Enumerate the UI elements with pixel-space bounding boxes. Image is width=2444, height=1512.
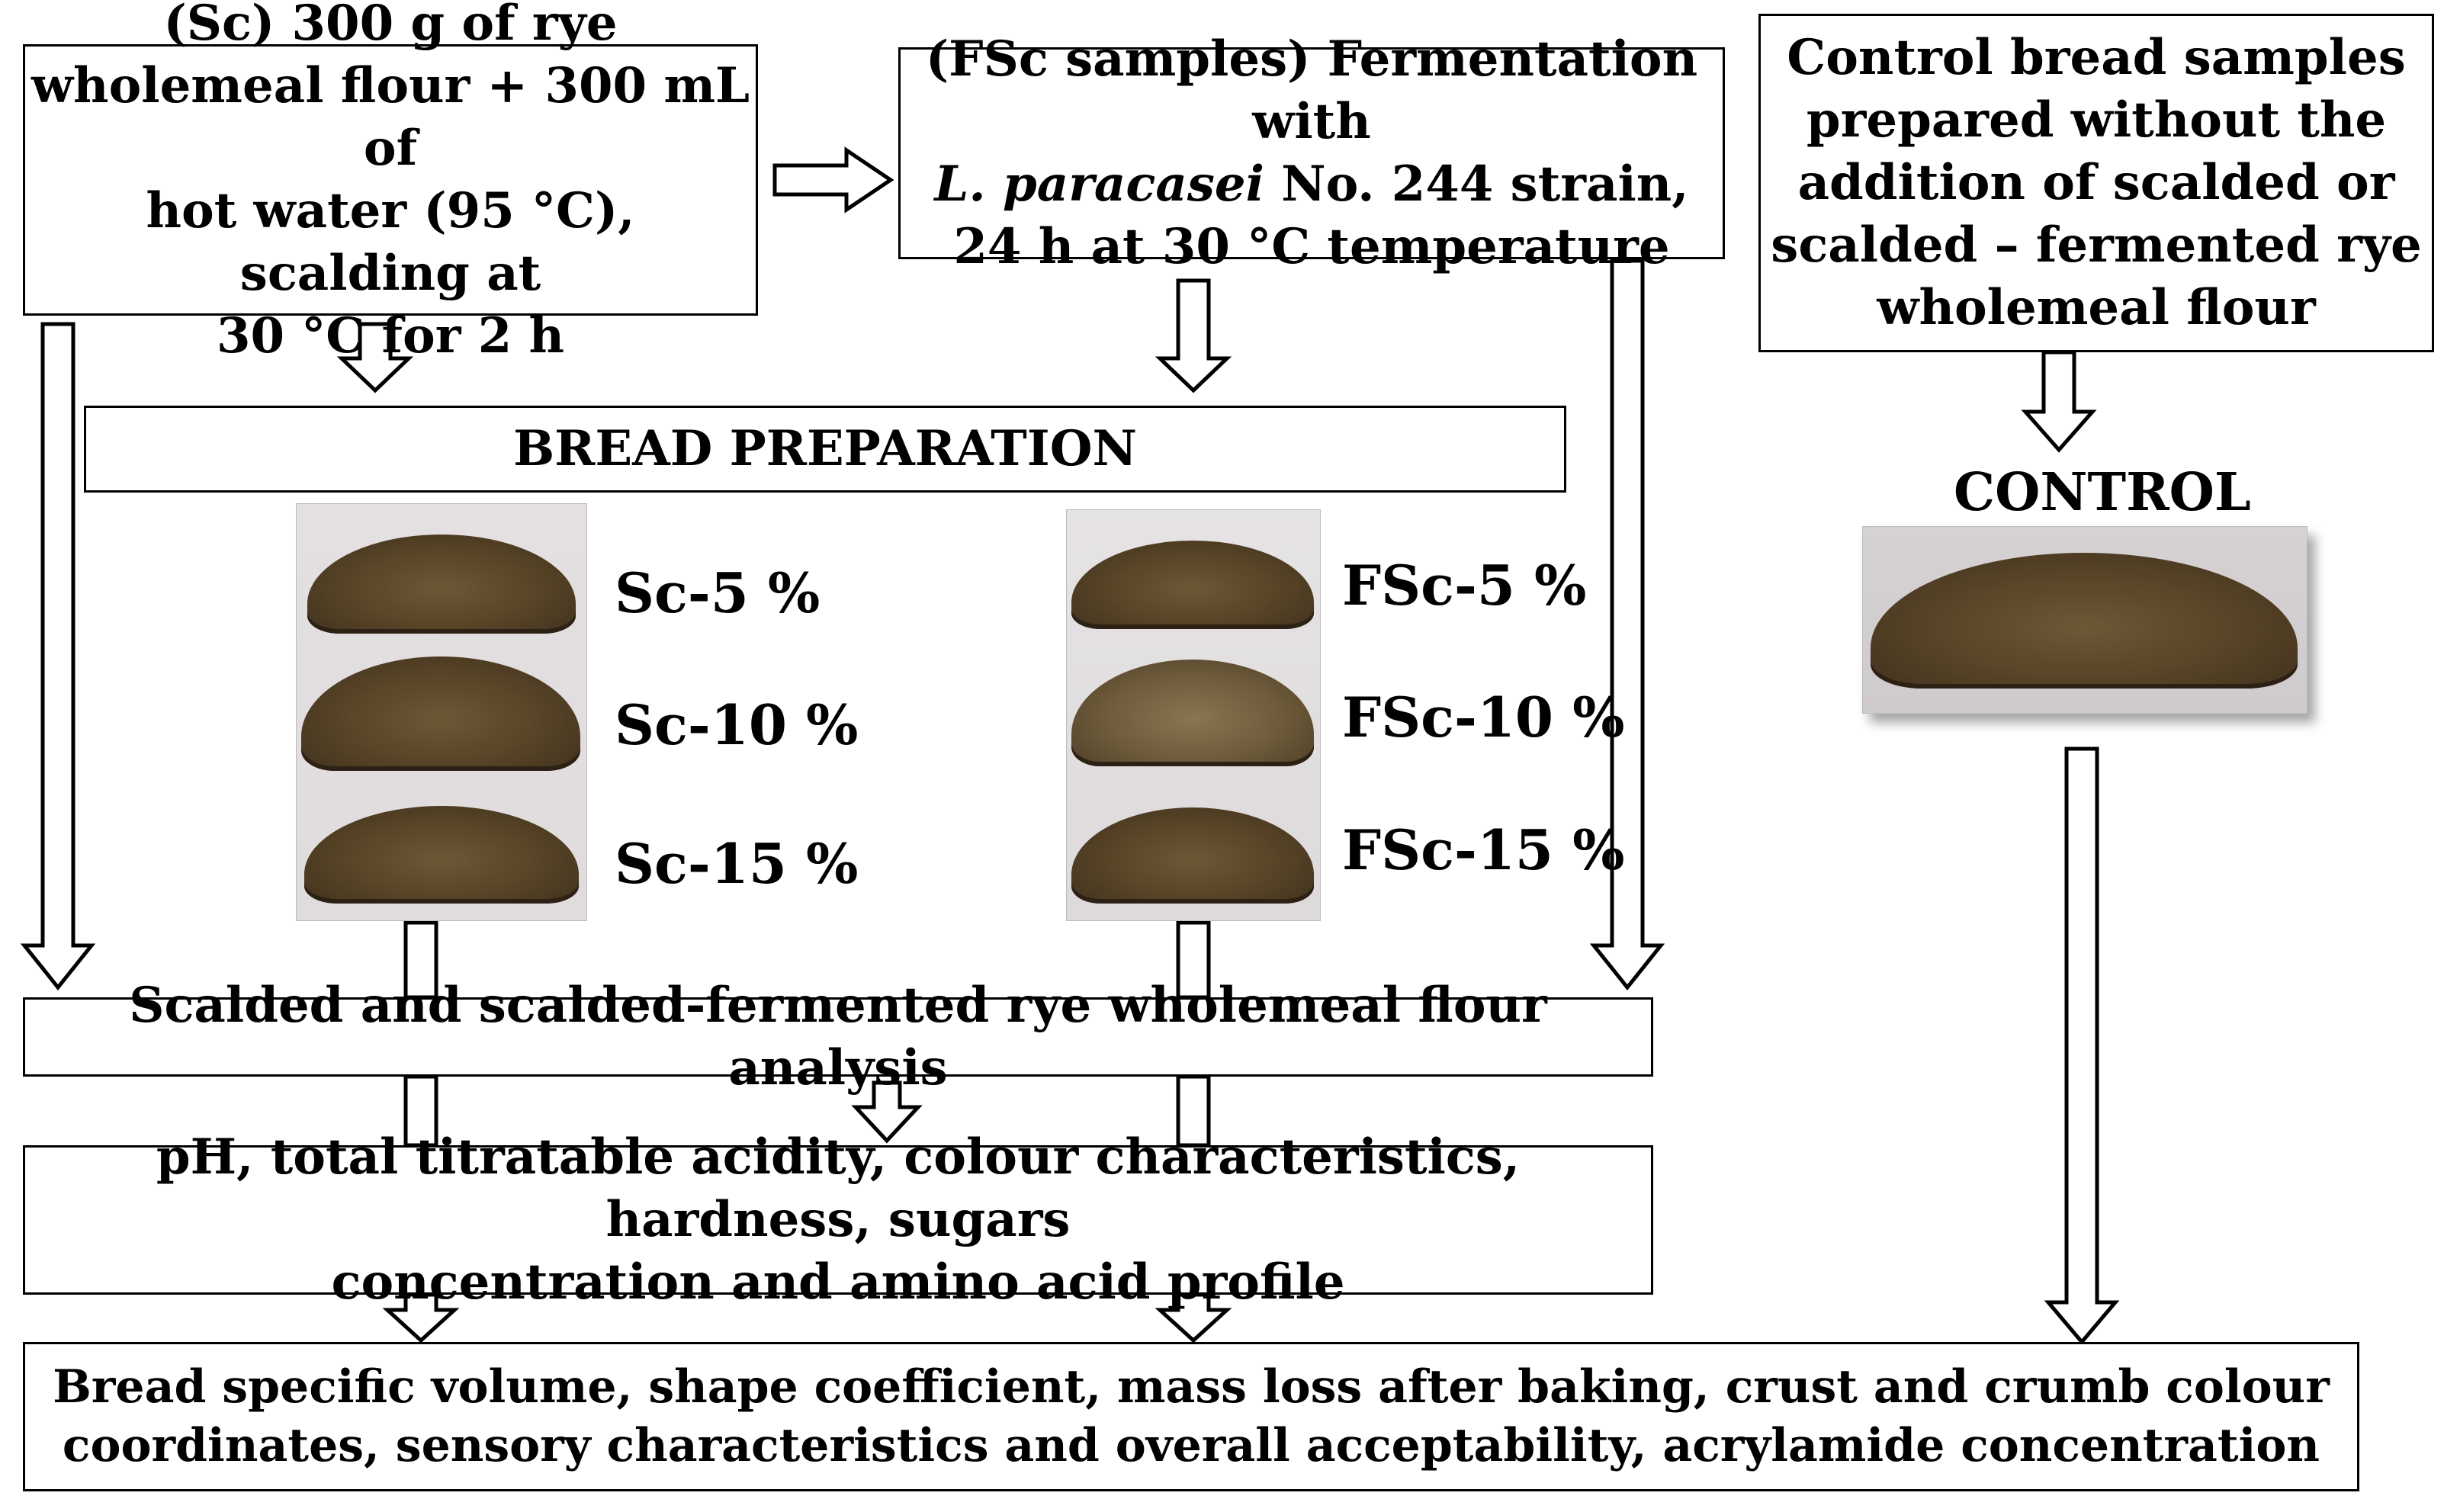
arrow-ph-to-bottom-left	[382, 1292, 460, 1343]
flour-analysis-label: Scalded and scalded-fermented rye wholem…	[129, 977, 1547, 1096]
scalding-line-4: 30 °C for 2 h	[216, 307, 565, 364]
scalding-box: (Sc) 300 g of rye wholemeal flour + 300 …	[23, 0, 758, 364]
control-bread-photo	[1862, 526, 2308, 714]
flour-parameters-box: pH, total titratable acidity, colour cha…	[23, 1128, 1653, 1311]
control-line-5: wholemeal flour	[1877, 278, 2316, 336]
fsc-5-label: FSc-5 %	[1342, 553, 1587, 618]
flour-parameters-line-2: concentration and amino acid profile	[331, 1253, 1345, 1311]
sc-10-bread-image	[301, 656, 580, 771]
sc-10-label: Sc-10 %	[615, 692, 859, 757]
control-line-3: addition of scalded or	[1797, 154, 2395, 212]
bread-analysis-line-2: coordinates, sensory characteristics and…	[62, 1419, 2320, 1472]
arrow-sc-to-fsc	[772, 146, 894, 213]
fermentation-line-2: L. paracasei No. 244 strain,	[901, 153, 1723, 216]
fsc-10-bread-image	[1071, 660, 1314, 766]
bread-analysis-line-1: Bread specific volume, shape coefficient…	[53, 1360, 2330, 1414]
control-line-2: prepared without the	[1806, 91, 2387, 149]
arrow-ph-to-bottom-right	[1155, 1292, 1232, 1343]
strain-rest: No. 244 strain,	[1264, 156, 1689, 213]
sc-5-bread-image	[307, 534, 576, 634]
arrow-sc-to-bread	[336, 322, 414, 393]
fsc-15-label: FSc-15 %	[1342, 817, 1625, 882]
fermentation-box: (FSc samples) Fermentation with L. parac…	[898, 30, 1725, 275]
sc-bread-photos	[296, 503, 587, 921]
strain-name: L. paracasei	[934, 156, 1264, 213]
control-bread-image	[1871, 553, 2298, 689]
fermentation-line-1: (FSc samples) Fermentation with	[925, 30, 1698, 151]
control-line-1: Control bread samples	[1787, 29, 2406, 87]
fsc-10-label: FSc-10 %	[1342, 685, 1625, 750]
fsc-5-bread-image	[1071, 541, 1314, 629]
scalding-line-1: (Sc) 300 g of rye	[163, 0, 618, 53]
control-samples-box: Control bread samples prepared without t…	[1758, 14, 2434, 352]
sc-15-label: Sc-15 %	[615, 831, 859, 896]
scalding-line-3: hot water (95 °C), scalding at	[146, 182, 635, 302]
sc-5-label: Sc-5 %	[615, 560, 821, 625]
flour-parameters-line-1: pH, total titratable acidity, colour cha…	[156, 1128, 1521, 1249]
arrow-control-long	[2044, 746, 2120, 1345]
arrow-fsc-to-bread	[1155, 278, 1232, 393]
scalding-line-2: wholemeal flour + 300 mL of	[31, 57, 750, 178]
shaft-fsc-analysis	[1176, 1074, 1211, 1148]
arrow-fsc-long	[1589, 258, 1665, 991]
fsc-bread-photos	[1066, 509, 1321, 921]
arrow-left-long	[20, 322, 96, 991]
control-line-4: scalded – fermented rye	[1771, 216, 2422, 274]
arrow-control-down	[2021, 350, 2097, 453]
fermentation-line-3: 24 h at 30 °C temperature	[953, 217, 1670, 275]
bread-preparation-label: BREAD PREPARATION	[513, 420, 1137, 478]
flour-analysis-box: Scalded and scalded-fermented rye wholem…	[23, 977, 1653, 1096]
fsc-15-bread-image	[1071, 807, 1314, 904]
bread-analysis-box: Bread specific volume, shape coefficient…	[23, 1342, 2359, 1491]
control-title: CONTROL	[1954, 462, 2251, 523]
sc-15-bread-image	[304, 806, 579, 904]
bread-preparation-box: BREAD PREPARATION	[84, 406, 1566, 493]
arrow-analysis-to-ph	[851, 1080, 923, 1144]
